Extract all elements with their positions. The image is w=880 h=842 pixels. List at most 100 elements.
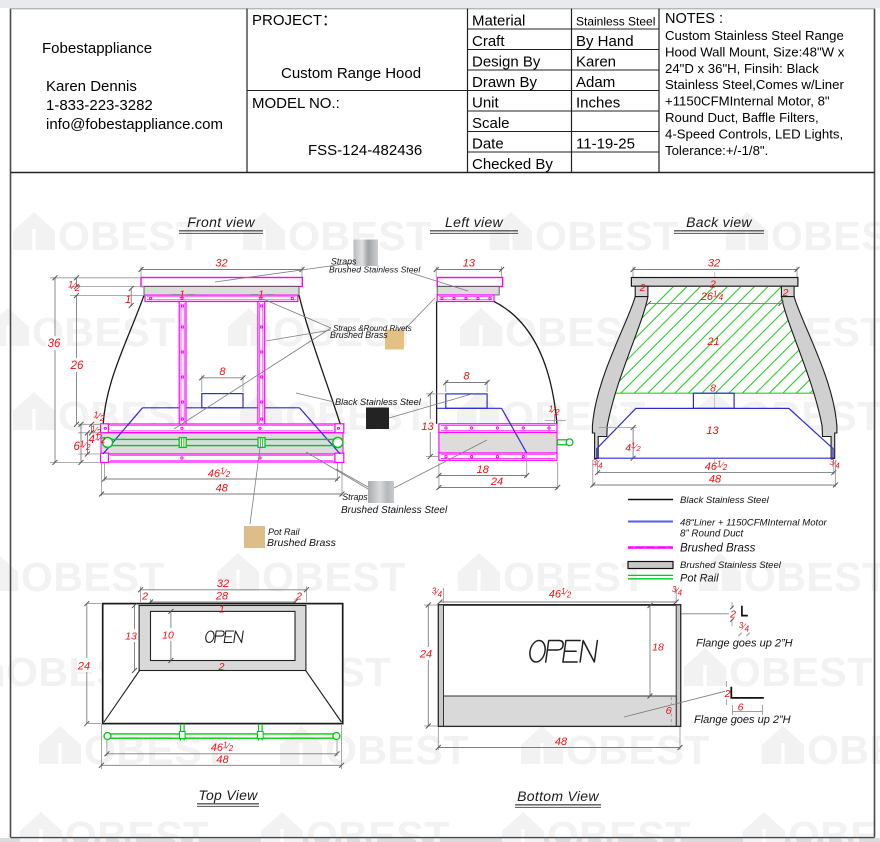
svg-text:Round Duct, Baffle Filters,: Round Duct, Baffle Filters, <box>665 110 819 125</box>
svg-text:24: 24 <box>77 661 90 673</box>
svg-text:Front view: Front view <box>187 214 255 230</box>
svg-text:Straps &Round Rivets: Straps &Round Rivets <box>333 324 412 333</box>
svg-text:Scale: Scale <box>472 115 510 132</box>
svg-text:1: 1 <box>125 294 131 306</box>
svg-text:48: 48 <box>216 483 229 495</box>
svg-text:PROJECT：: PROJECT： <box>252 12 337 29</box>
svg-text:Brushed Stainless Steel: Brushed Stainless Steel <box>680 560 782 571</box>
svg-text:By Hand: By Hand <box>576 33 634 50</box>
svg-text:Adam: Adam <box>576 74 615 91</box>
svg-text:Date: Date <box>472 135 504 152</box>
svg-text:Brushed Brass: Brushed Brass <box>680 543 756 555</box>
svg-text:8: 8 <box>710 383 716 395</box>
svg-text:Brushed Stainless Steel: Brushed Stainless Steel <box>329 265 421 275</box>
svg-text:1: 1 <box>258 289 264 301</box>
svg-text:3⁄4: 3⁄4 <box>739 621 750 634</box>
svg-text:41⁄2: 41⁄2 <box>88 433 105 447</box>
svg-text:6: 6 <box>666 705 672 717</box>
svg-text:48: 48 <box>555 736 568 748</box>
svg-text:18: 18 <box>477 464 490 476</box>
svg-text:Pot Rail: Pot Rail <box>268 527 301 537</box>
svg-text:21: 21 <box>706 336 719 348</box>
svg-text:61⁄2: 61⁄2 <box>73 440 90 454</box>
svg-text:FSS-124-482436: FSS-124-482436 <box>308 142 422 159</box>
svg-text:13: 13 <box>125 631 137 643</box>
svg-text:Karen Dennis: Karen Dennis <box>46 78 137 95</box>
svg-text:1⁄2: 1⁄2 <box>548 404 559 418</box>
svg-text:Brushed Brass: Brushed Brass <box>330 330 388 340</box>
svg-text:Craft: Craft <box>472 33 505 50</box>
svg-text:4-Speed Controls, LED Lights,: 4-Speed Controls, LED Lights, <box>665 126 843 141</box>
svg-text:Karen: Karen <box>576 53 616 70</box>
svg-text:Top View: Top View <box>198 787 258 803</box>
svg-text:13: 13 <box>421 421 434 433</box>
svg-text:41⁄2: 41⁄2 <box>625 441 641 455</box>
svg-text:3⁄4: 3⁄4 <box>592 458 603 471</box>
svg-text:Fobestappliance: Fobestappliance <box>42 40 152 57</box>
svg-text:Stainless Steel,Comes w/Liner: Stainless Steel,Comes w/Liner <box>665 77 844 92</box>
svg-text:461⁄2: 461⁄2 <box>211 741 234 755</box>
svg-text:2: 2 <box>709 279 716 291</box>
svg-text:Checked By: Checked By <box>472 156 553 173</box>
svg-text:48: 48 <box>709 474 722 486</box>
svg-text:8” Round Duct: 8” Round Duct <box>680 529 744 540</box>
svg-text:10: 10 <box>162 630 174 642</box>
svg-text:48: 48 <box>216 754 229 766</box>
svg-text:Hood Wall Mount, Size:48"W x: Hood Wall Mount, Size:48"W x <box>665 44 845 59</box>
svg-text:13: 13 <box>706 425 719 437</box>
svg-text:261⁄4: 261⁄4 <box>700 290 724 304</box>
svg-text:Brushed Stainless Steel: Brushed Stainless Steel <box>341 505 448 516</box>
svg-text:3⁄4: 3⁄4 <box>672 585 683 598</box>
svg-text:24: 24 <box>419 649 432 661</box>
svg-text:Left view: Left view <box>445 214 504 230</box>
svg-text:2: 2 <box>782 287 789 299</box>
svg-text:Material: Material <box>472 12 525 29</box>
svg-text:26: 26 <box>70 360 84 372</box>
svg-text:1⁄2: 1⁄2 <box>93 410 104 424</box>
svg-text:Pot Rail: Pot Rail <box>680 573 719 585</box>
svg-text:2: 2 <box>639 282 646 294</box>
svg-text:13: 13 <box>463 258 476 270</box>
svg-text:2: 2 <box>295 591 302 603</box>
svg-text:NOTES :: NOTES : <box>665 11 723 27</box>
svg-text:2: 2 <box>218 661 225 673</box>
svg-text:2: 2 <box>724 688 731 700</box>
svg-text:36: 36 <box>48 338 61 350</box>
svg-text:Custom Stainless Steel Range: Custom Stainless Steel Range <box>665 28 844 43</box>
svg-text:3⁄4: 3⁄4 <box>432 587 443 600</box>
svg-text:1⁄2: 1⁄2 <box>68 280 81 294</box>
svg-text:Black Stainless Steel: Black Stainless Steel <box>335 397 422 407</box>
svg-text:11-19-25: 11-19-25 <box>576 135 635 152</box>
svg-text:32: 32 <box>708 258 720 270</box>
svg-text:1-833-223-3282: 1-833-223-3282 <box>46 97 153 114</box>
svg-text:32: 32 <box>217 578 229 590</box>
svg-text:Brushed Brass: Brushed Brass <box>267 537 337 549</box>
svg-text:Custom Range Hood: Custom Range Hood <box>281 65 421 82</box>
svg-text:6: 6 <box>738 702 744 714</box>
svg-text:Inches: Inches <box>576 94 620 111</box>
svg-text:1: 1 <box>179 289 185 301</box>
svg-text:2: 2 <box>729 609 736 621</box>
svg-text:24"D x 36"H, Finsih: Black: 24"D x 36"H, Finsih: Black <box>665 61 819 76</box>
svg-text:Bottom View: Bottom View <box>517 788 599 804</box>
svg-text:Flange goes up 2”H: Flange goes up 2”H <box>694 714 791 726</box>
svg-text:Unit: Unit <box>472 94 500 111</box>
svg-text:Back view: Back view <box>686 214 752 230</box>
svg-text:info@fobestappliance.com: info@fobestappliance.com <box>46 116 223 133</box>
svg-text:Flange goes up 2”H: Flange goes up 2”H <box>696 638 793 650</box>
svg-text:28: 28 <box>215 590 229 602</box>
svg-text:3⁄4: 3⁄4 <box>830 458 841 471</box>
svg-text:1: 1 <box>219 605 225 616</box>
svg-text:+1150CFMInternal Motor, 8": +1150CFMInternal Motor, 8" <box>665 94 830 109</box>
svg-text:24: 24 <box>490 476 503 488</box>
svg-text:Tolerance:+/-1/8".: Tolerance:+/-1/8". <box>665 143 768 158</box>
svg-text:Design By: Design By <box>472 53 541 70</box>
svg-text:Stainless Steel: Stainless Steel <box>576 14 655 28</box>
svg-text:Straps: Straps <box>331 257 357 267</box>
svg-text:Straps: Straps <box>342 492 368 502</box>
svg-text:461⁄2: 461⁄2 <box>208 467 231 481</box>
svg-text:8: 8 <box>219 366 226 378</box>
svg-text:461⁄2: 461⁄2 <box>549 587 572 601</box>
svg-text:MODEL NO.:: MODEL NO.: <box>252 95 340 112</box>
svg-text:Drawn By: Drawn By <box>472 74 538 91</box>
